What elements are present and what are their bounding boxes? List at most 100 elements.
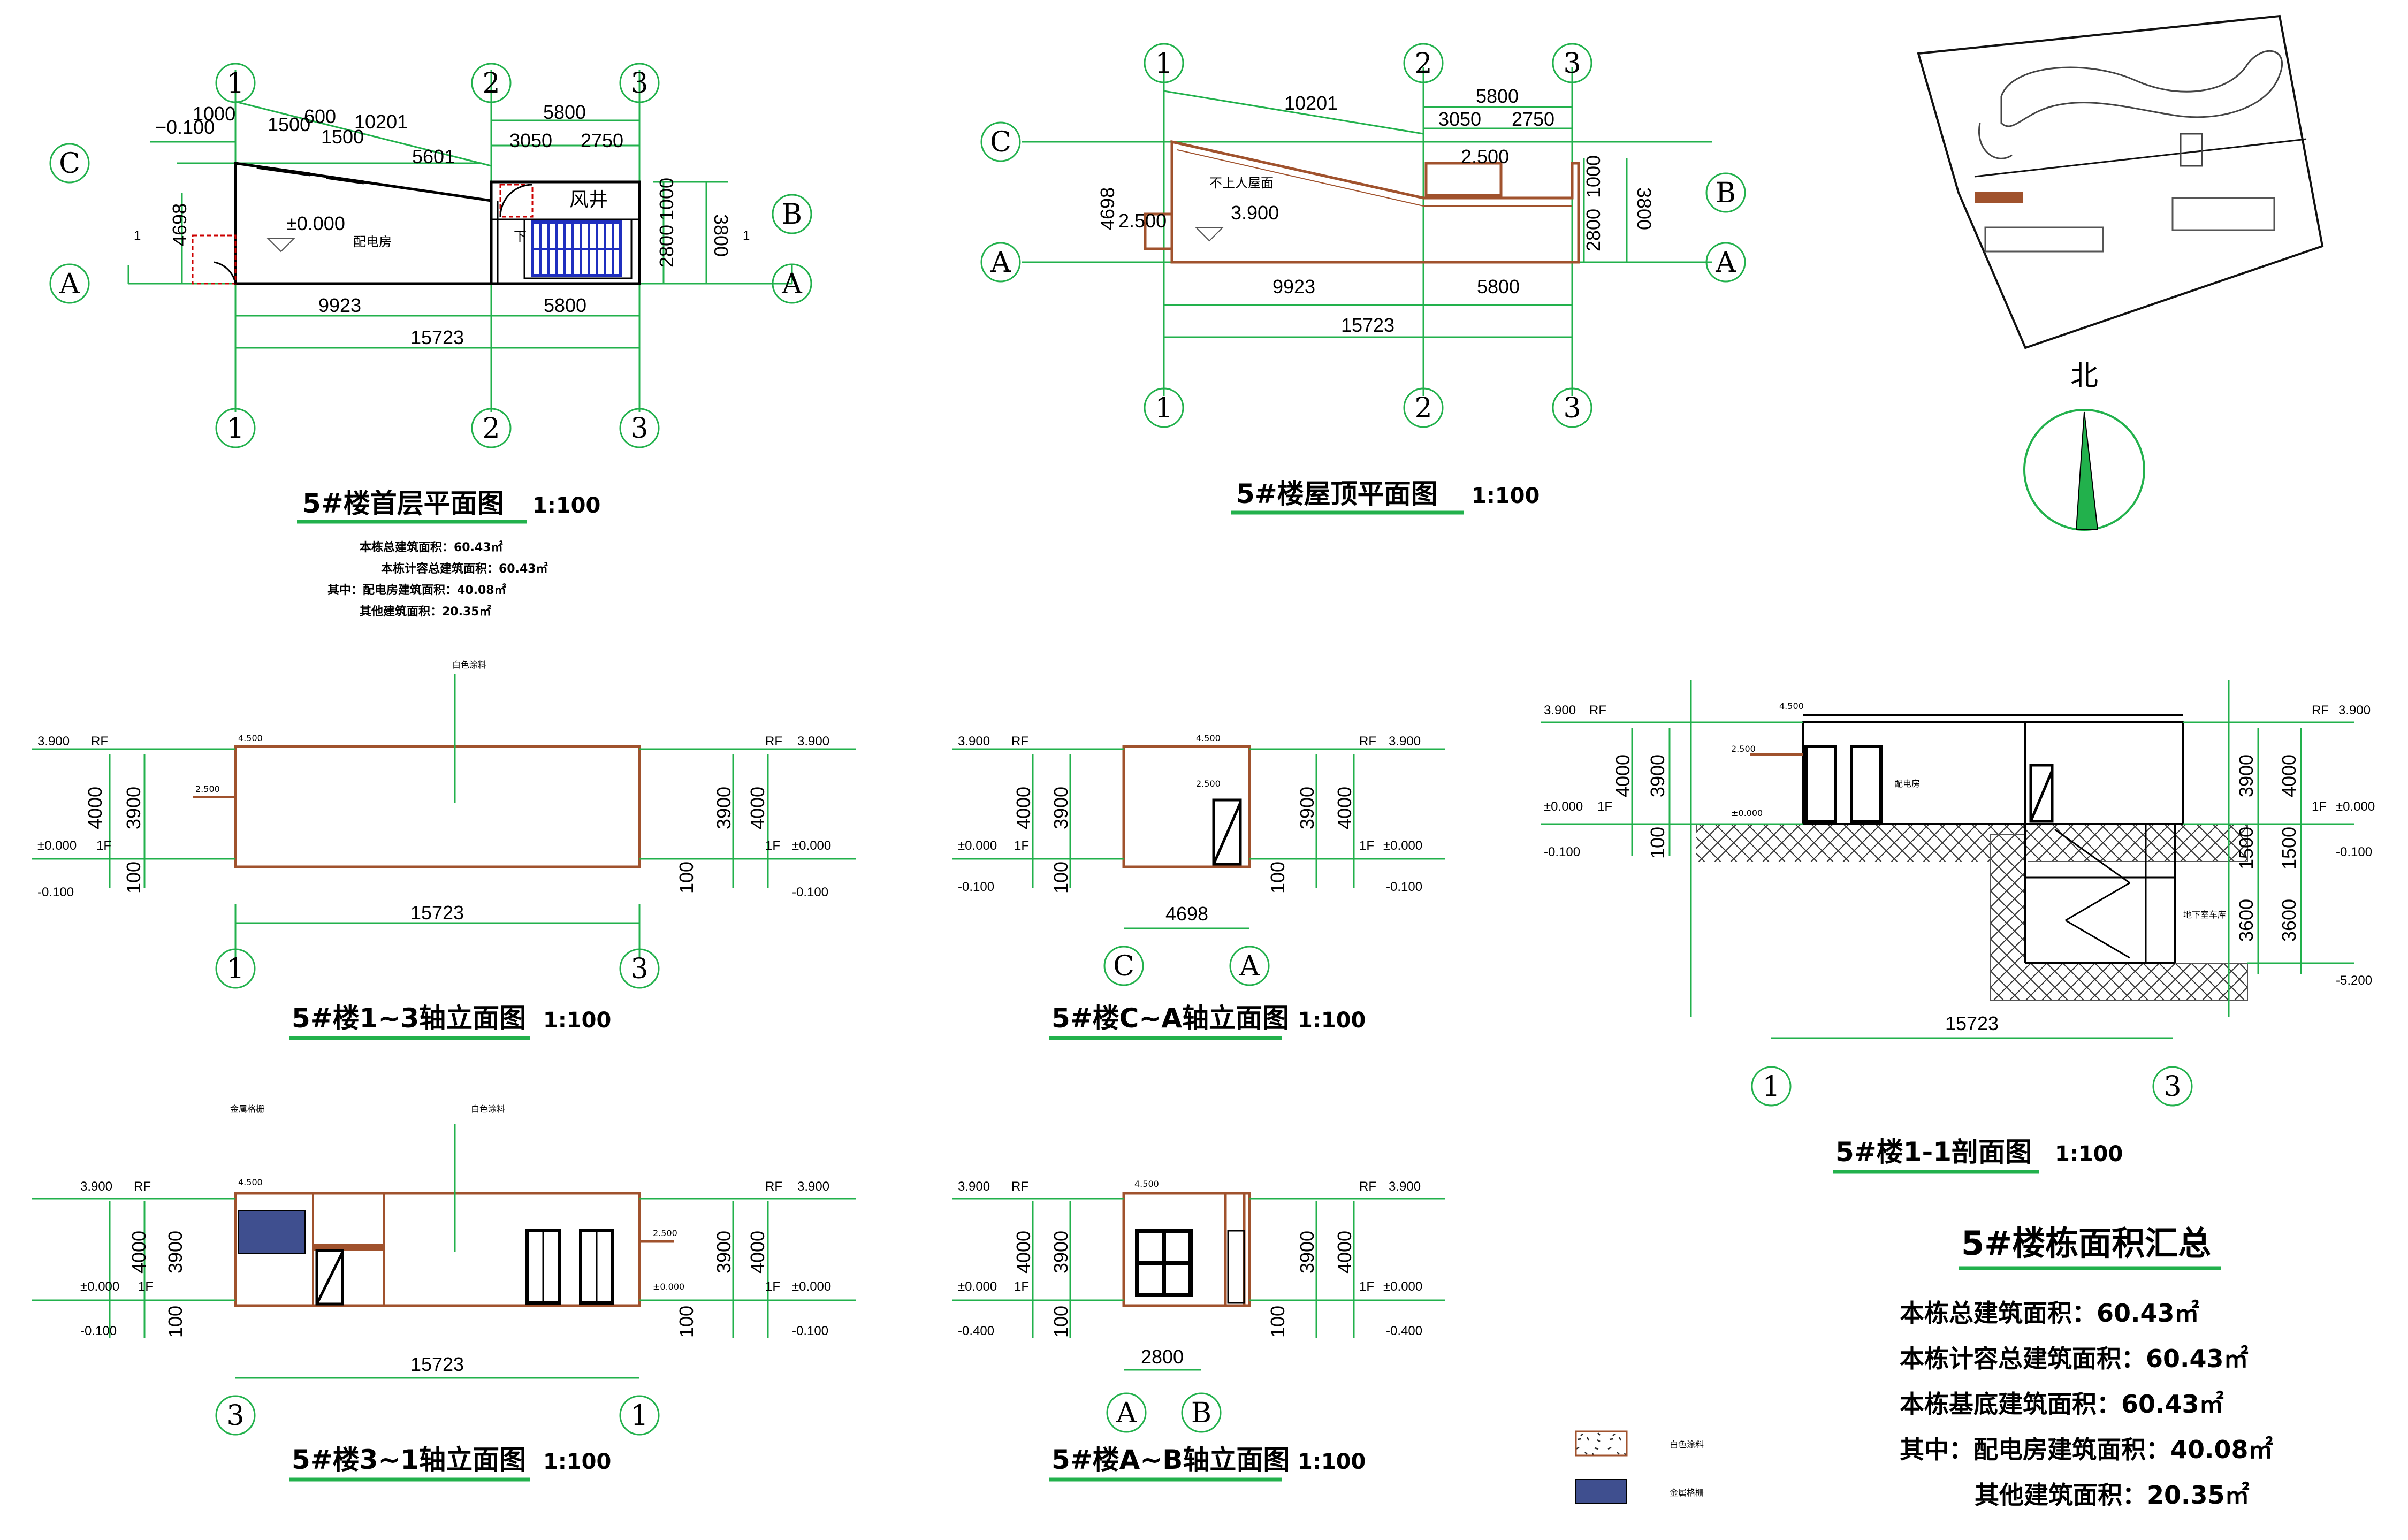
roof-level-2500: 2.500 xyxy=(1461,146,1509,167)
elevab-lvl-0-l: ±0.000 xyxy=(958,1279,997,1294)
legend-metal-swatch xyxy=(1575,1479,1627,1504)
elevab-d3900-r: 3900 xyxy=(1296,1231,1318,1274)
elev13-1f-l: 1F xyxy=(96,838,111,853)
section-d3600-b: 3600 xyxy=(2278,899,2300,942)
elev13-d3900-r: 3900 xyxy=(713,787,735,829)
elev13-width: 15723 xyxy=(410,902,464,924)
elev13-d3900-l: 3900 xyxy=(123,787,144,829)
elev13-axis-left: 1 xyxy=(226,953,244,985)
elev13-paint-note: 白色涂料 xyxy=(452,660,486,670)
roof-dim-3050: 3050 xyxy=(1438,108,1481,130)
elevation-a-b: A B 2800 3.900 RF ±0.000 1F -0.400 3.900… xyxy=(952,1179,1445,1482)
roof-note: 不上人屋面 xyxy=(1209,176,1274,190)
dim-5800-bottom: 5800 xyxy=(544,294,586,316)
elevab-d3900-l: 3900 xyxy=(1050,1231,1072,1274)
elev13-d100-l: 100 xyxy=(123,862,144,894)
section-scale: 1:100 xyxy=(2055,1142,2123,1167)
elevca-axis-left: C xyxy=(1113,950,1134,982)
elev13-lvl-3900-l: 3.900 xyxy=(37,734,70,749)
elevab-rf-r: RF xyxy=(1359,1179,1376,1194)
ground-note-4: 其他建筑面积：20.35㎡ xyxy=(360,605,491,619)
elev31-title: 5#楼3~1轴立面图 xyxy=(292,1444,526,1475)
axis-a-right: A xyxy=(781,268,803,300)
axis-1-bottom: 1 xyxy=(226,413,244,445)
elevab-lvl-3900-r: 3.900 xyxy=(1389,1179,1421,1194)
axis-c: C xyxy=(59,148,80,180)
section-d4000-r: 4000 xyxy=(2278,754,2300,797)
elevca-axis-right: A xyxy=(1239,950,1260,982)
elevab-width: 2800 xyxy=(1141,1346,1184,1368)
section-room2: 地下室车库 xyxy=(2183,910,2226,920)
elevca-d100-r: 100 xyxy=(1267,862,1289,894)
dim-1500b: 1500 xyxy=(321,126,364,148)
elev13-axis-right: 3 xyxy=(630,953,648,985)
elev31-1f-l: 1F xyxy=(138,1279,153,1294)
section-d3900-l: 3900 xyxy=(1647,754,1668,797)
roof-dim-5800-top: 5800 xyxy=(1476,85,1519,107)
elevab-1f-l: 1F xyxy=(1014,1279,1029,1294)
roof-dim-10201: 10201 xyxy=(1284,92,1338,114)
elevab-1f-r: 1F xyxy=(1359,1279,1374,1294)
elev31-d3900-r: 3900 xyxy=(713,1231,735,1274)
elevca-lvl-3900-r: 3.900 xyxy=(1389,734,1421,749)
elev31-lvl-3900-l: 3.900 xyxy=(80,1179,112,1194)
roof-dim-2750: 2750 xyxy=(1512,108,1554,130)
axis-a-left: A xyxy=(59,268,80,300)
legend: 白色涂料 金属格栅 xyxy=(1575,1430,1704,1504)
stair-down: 下 xyxy=(514,230,527,244)
elevca-lvl-3900-l: 3.900 xyxy=(958,734,990,749)
north-label: 北 xyxy=(2070,360,2098,392)
summary-far: 本栋计容总建筑面积：60.43㎡ xyxy=(1900,1344,2249,1373)
roof-dim-9923: 9923 xyxy=(1272,276,1315,298)
elevation-c-a: C A 4698 3.900 RF ±0.000 1F -0.100 3.900… xyxy=(952,733,1445,1040)
elev31-d4000-r: 4000 xyxy=(746,1231,768,1274)
elevca-d100-l: 100 xyxy=(1050,862,1072,894)
elev13-scale: 1:100 xyxy=(543,1008,611,1033)
section-lvl-m5200: -5.200 xyxy=(2336,973,2372,988)
shaft-label: 风井 xyxy=(569,188,608,210)
section-lvl-m100-r: -0.100 xyxy=(2336,845,2372,859)
section-axis-right: 3 xyxy=(2163,1071,2181,1103)
ground-plan-scale: 1:100 xyxy=(532,493,600,518)
section-1-1: 1 3 15723 3.900 RF ±0.000 1F -0.100 RF 3… xyxy=(1541,680,2375,1174)
legend-paint-swatch xyxy=(1575,1430,1628,1457)
section-d4000-l: 4000 xyxy=(1612,754,1634,797)
roof-dim-4698: 4698 xyxy=(1096,187,1118,230)
dim-4698: 4698 xyxy=(169,203,190,246)
elevca-lvl-4500: 4.500 xyxy=(1196,733,1221,743)
roof-level-3900: 3.900 xyxy=(1231,202,1279,224)
summary-title: 5#楼栋面积汇总 xyxy=(1961,1224,2211,1263)
elev13-rf-r: RF xyxy=(765,734,782,749)
axis-1-top: 1 xyxy=(226,67,244,100)
elevca-width: 4698 xyxy=(1165,903,1208,925)
section-1f-r: 1F xyxy=(2312,799,2327,814)
elev13-lvl-m100-r: -0.100 xyxy=(792,885,828,899)
level-0: ±0.000 xyxy=(286,212,345,234)
section-lvl-2500: 2.500 xyxy=(1731,744,1756,754)
elevca-d3900-l: 3900 xyxy=(1050,787,1072,829)
section-d3900-r: 3900 xyxy=(2235,754,2257,797)
ground-note-1: 本栋总建筑面积：60.43㎡ xyxy=(360,540,503,554)
elev31-metal-note: 金属格栅 xyxy=(230,1104,264,1114)
elev31-1f-r: 1F xyxy=(765,1279,780,1294)
legend-metal-label: 金属格栅 xyxy=(1670,1488,1704,1498)
elev31-lvl-000: ±0.000 xyxy=(653,1282,684,1292)
elevab-lvl-3900-l: 3.900 xyxy=(958,1179,990,1194)
elev31-axis-left: 3 xyxy=(226,1400,244,1432)
dim-10201: 10201 xyxy=(354,111,408,133)
elev31-lvl-2500: 2.500 xyxy=(653,1228,677,1238)
section-title: 5#楼1-1剖面图 xyxy=(1835,1137,2032,1168)
elev13-lvl-3900-r: 3.900 xyxy=(797,734,829,749)
roof-plan-title: 5#楼屋顶平面图 xyxy=(1236,478,1438,509)
section-lvl-0-l: ±0.000 xyxy=(1544,799,1583,814)
elevca-d4000-l: 4000 xyxy=(1012,787,1034,829)
elev31-scale: 1:100 xyxy=(543,1450,611,1474)
elevab-axis-left: A xyxy=(1116,1397,1137,1429)
elev13-lvl-0-r: ±0.000 xyxy=(792,838,831,853)
elevab-axis-right: B xyxy=(1191,1397,1211,1429)
elevca-1f-l: 1F xyxy=(1014,838,1029,853)
roof-axis-3-top: 3 xyxy=(1563,48,1581,80)
north-arrow: 北 xyxy=(2023,360,2145,531)
summary-other: 其他建筑面积：20.35㎡ xyxy=(1975,1481,2250,1509)
